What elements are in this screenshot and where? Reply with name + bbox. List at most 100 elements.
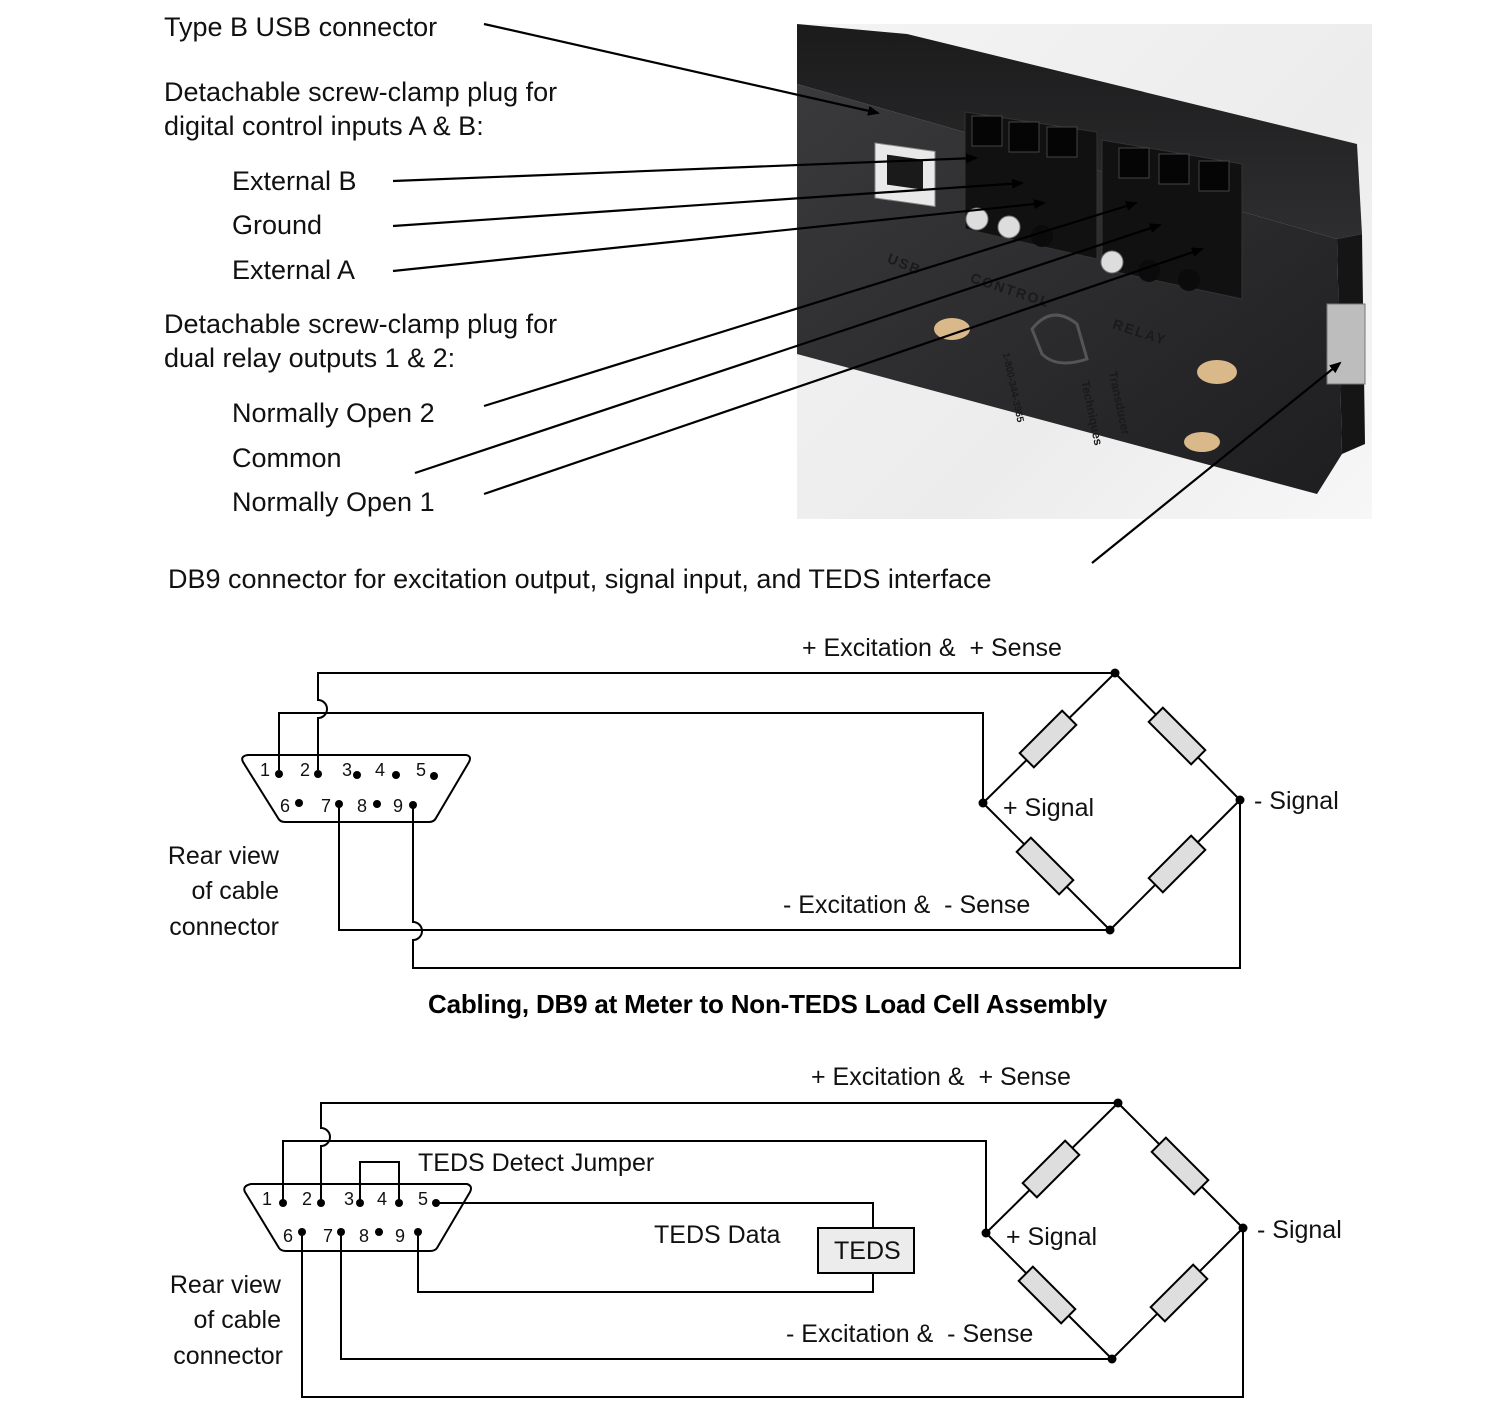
resistor-r2 (1147, 706, 1207, 766)
pin-label-4: 4 (375, 760, 386, 780)
pin-5-dot (432, 1199, 440, 1207)
resistor-r4 (1147, 834, 1207, 894)
annotation-leader-lines (392, 22, 1342, 564)
diagram-caption: Cabling, DB9 at Meter to Non-TEDS Load C… (428, 989, 1108, 1019)
pin-label-1: 1 (260, 760, 271, 780)
pin-label-1: 1 (262, 1189, 273, 1209)
annotation-control-plug-1: Detachable screw-clamp plug for (164, 77, 558, 107)
pin-4-dot (392, 771, 400, 779)
label-minus-excitation: - Excitation & - Sense (786, 1320, 1034, 1348)
pin-label-9: 9 (393, 796, 404, 816)
annotation-common: Common (232, 443, 342, 473)
pin-label-5: 5 (418, 1189, 429, 1209)
pin-7-dot (337, 1228, 345, 1236)
wire-minus-excitation (338, 805, 1110, 931)
wire-minus-signal (301, 1228, 1244, 1398)
resistor-r1 (1018, 709, 1078, 769)
wire-plus-signal (282, 1140, 987, 1233)
node-minus-signal (1238, 1223, 1248, 1233)
resistor-r2 (1150, 1136, 1210, 1196)
leader-normally-open-2 (483, 201, 1138, 408)
pin-5-dot (430, 772, 438, 780)
wire-minus-signal (412, 800, 1241, 969)
pin-label-6: 6 (283, 1226, 294, 1246)
leader-db9 (1091, 361, 1342, 564)
pin-9-dot (414, 1228, 422, 1236)
label-minus-signal: - Signal (1254, 787, 1339, 815)
resistor-r3 (1017, 1265, 1077, 1325)
node-plus-excitation (1113, 1098, 1123, 1108)
wire-plus-excitation (320, 1102, 1118, 1203)
label-teds-chip: TEDS (834, 1237, 901, 1265)
pin-2-dot (317, 1199, 325, 1207)
annotation-normally-open-1: Normally Open 1 (232, 487, 435, 517)
db9-shell (241, 754, 471, 823)
pin-9-dot (409, 801, 417, 809)
pin-3-dot (356, 1199, 364, 1207)
node-minus-excitation (1105, 925, 1115, 935)
pin-label-8: 8 (359, 1226, 370, 1246)
wire-teds-data-top (436, 1202, 874, 1228)
label-plus-signal: + Signal (1003, 794, 1095, 822)
node-plus-excitation (1110, 668, 1120, 678)
leader-external-a (392, 199, 1046, 273)
wire-minus-excitation (340, 1232, 1112, 1360)
pin-label-2: 2 (302, 1189, 313, 1209)
wire-plus-excitation (317, 672, 1115, 770)
pin-label-5: 5 (416, 760, 427, 780)
pin-label-3: 3 (342, 760, 353, 780)
leader-usb (483, 22, 880, 116)
label-plus-excitation: + Excitation & + Sense (802, 634, 1062, 662)
pin-label-4: 4 (377, 1189, 388, 1209)
pin-label-9: 9 (395, 1226, 406, 1246)
pin-label-7: 7 (323, 1226, 334, 1246)
resistor-r3 (1015, 836, 1075, 896)
connector-label-2: of cable (191, 877, 279, 905)
leader-ground (392, 178, 1024, 228)
connector-label-3: connector (169, 913, 279, 941)
pin-2-dot (314, 770, 322, 778)
label-plus-signal: + Signal (1006, 1223, 1098, 1251)
pin-label-3: 3 (344, 1189, 355, 1209)
wire-teds-data-bottom (417, 1232, 874, 1293)
label-minus-excitation: - Excitation & - Sense (783, 891, 1031, 919)
annotation-control-plug-2: digital control inputs A & B: (164, 111, 484, 141)
annotation-usb: Type B USB connector (164, 12, 438, 42)
label-minus-signal: - Signal (1257, 1216, 1342, 1244)
leader-external-b (392, 153, 978, 183)
annotation-external-a: External A (232, 255, 356, 285)
annotation-relay-plug-1: Detachable screw-clamp plug for (164, 309, 558, 339)
leader-common (414, 223, 1162, 475)
brand-logo (1030, 313, 1089, 365)
relay-terminal-block (1100, 139, 1243, 300)
annotation-normally-open-2: Normally Open 2 (232, 398, 435, 428)
resistor-r1 (1021, 1139, 1081, 1199)
pin-4-dot (395, 1199, 403, 1207)
node-plus-signal (978, 798, 988, 808)
pin-7-dot (335, 800, 343, 808)
device-illustration (797, 24, 1366, 494)
pin-1-dot (279, 1199, 287, 1207)
resistor-r4 (1149, 1263, 1209, 1323)
annotation-external-b: External B (232, 166, 357, 196)
node-plus-signal (981, 1228, 991, 1238)
pin-3-dot (353, 771, 361, 779)
connector-label-1: Rear view (167, 842, 279, 870)
leader-normally-open-1 (483, 247, 1204, 496)
teds-detect-jumper (359, 1161, 400, 1203)
label-teds-data: TEDS Data (654, 1221, 781, 1249)
pin-6-dot (298, 1228, 306, 1236)
node-minus-excitation (1107, 1354, 1117, 1364)
label-plus-excitation: + Excitation & + Sense (811, 1063, 1071, 1091)
pin-label-8: 8 (357, 796, 368, 816)
pin-8-dot (373, 800, 381, 808)
wire-plus-signal (278, 712, 984, 803)
connector-label-2: of cable (193, 1306, 281, 1334)
pin-8-dot (375, 1228, 383, 1236)
db9-shell (243, 1183, 472, 1252)
pin-6-dot (295, 799, 303, 807)
annotation-db9: DB9 connector for excitation output, sig… (168, 564, 992, 594)
connector-label-1: Rear view (169, 1271, 281, 1299)
